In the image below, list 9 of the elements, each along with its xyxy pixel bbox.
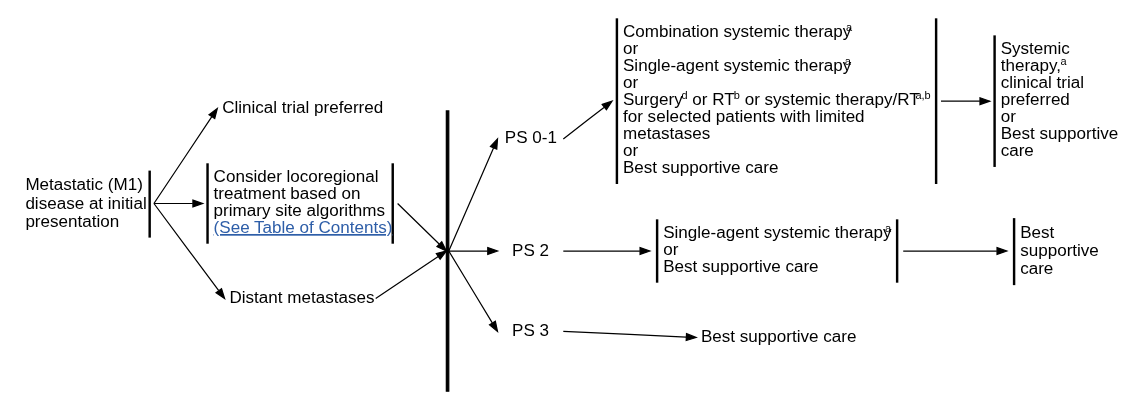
node-text: Best supportive care <box>1020 222 1099 278</box>
node-text: PS 2 <box>512 240 550 260</box>
node-text: Metastatic (M1) disease at initial presentation <box>25 174 147 231</box>
node-text: PS 0-1 <box>504 127 557 147</box>
node-text: Clinical trial preferred <box>222 97 384 117</box>
node-text: Best supportive care <box>700 326 857 346</box>
node-text: PS 3 <box>512 320 550 340</box>
node-text: Systemic therapy,$^{a}$ clinical trial preferred or Best supportive care <box>1000 38 1119 160</box>
node-text: Distant metastases <box>229 287 375 307</box>
